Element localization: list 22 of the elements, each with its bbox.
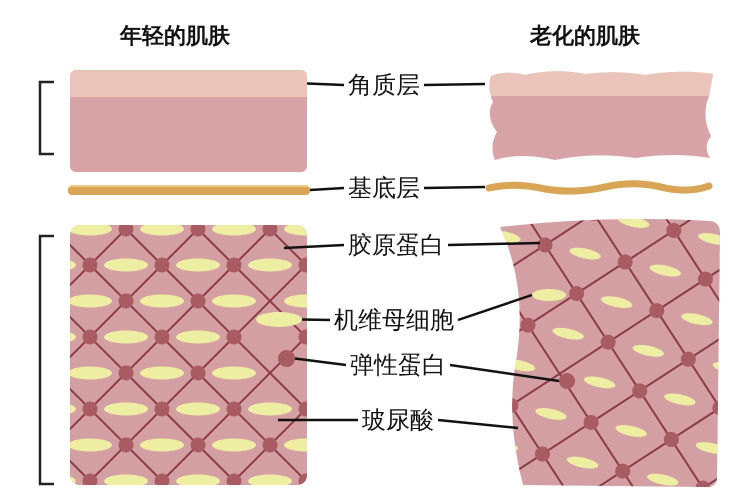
leader-line (448, 242, 540, 246)
layer-label: 弹性蛋白 (350, 350, 446, 380)
leader-line (310, 186, 344, 192)
column-heading: 年轻的肌肤 (120, 23, 230, 51)
leader-line (438, 418, 518, 430)
leader-line (458, 294, 532, 322)
leader-line (424, 82, 486, 86)
leader-line (424, 186, 486, 190)
layer-label: 玻尿酸 (362, 405, 434, 435)
layer-label: 角质层 (348, 70, 420, 100)
layer-label: 基底层 (348, 173, 420, 203)
layer-label: 机维母细胞 (334, 305, 454, 335)
layer-label: 胶原蛋白 (348, 230, 444, 260)
leader-line (306, 82, 344, 86)
column-heading: 老化的肌肤 (530, 23, 640, 51)
leader-line (284, 244, 344, 250)
leader-line (278, 418, 358, 422)
basal-layer (68, 185, 310, 195)
leader-line (302, 318, 330, 322)
stratum-corneum-layer (70, 70, 307, 97)
leader-line (294, 357, 346, 366)
leader-line (450, 364, 560, 382)
